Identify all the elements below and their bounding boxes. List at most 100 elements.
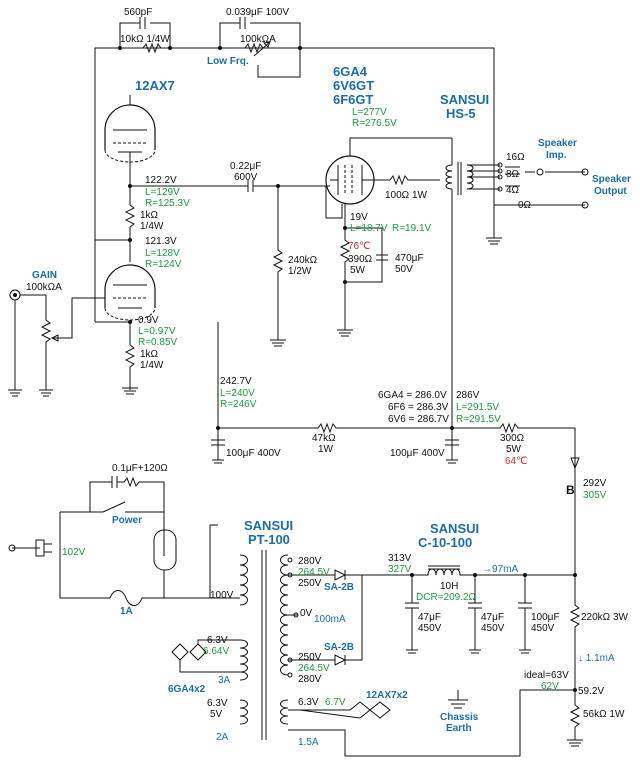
preamp-tube-label: 12AX7 (135, 78, 175, 93)
v-592-label: 59.2V (578, 686, 604, 697)
v-286-label: 286V (456, 390, 480, 401)
v-191-label: R=19.1V (392, 223, 432, 234)
v-2427-label: 242.7V (220, 376, 252, 387)
v-2645a-label: 264.5V (298, 567, 330, 578)
pt-5v: 5V (210, 709, 223, 720)
r-10k-label: 10kΩ 1/4W (120, 34, 170, 45)
chassis-earth-symbol (448, 690, 468, 709)
c-100-3-label: 100μF (531, 612, 560, 623)
r-100-label: 100Ω 1W (385, 190, 428, 201)
r-240k-rating: 1/2W (288, 266, 312, 277)
v-240-label: L=240V (220, 388, 255, 399)
rect-label-1: SA-2B (324, 582, 354, 593)
v-1253-label: R=125.3V (145, 198, 190, 209)
r-1k-bottom-label: 1kΩ (140, 349, 159, 360)
v-1213-label: 121.3V (145, 236, 177, 247)
v-6ga4-label: 6GA4 = 286.0V (378, 390, 447, 401)
feedback-network (94, 17, 495, 322)
ac-input (8, 511, 110, 599)
preamp-tube-lower (104, 264, 156, 321)
v-2645b-label: 264.5V (298, 663, 330, 674)
pt-0v: 0V (300, 608, 313, 619)
power-tube-2: 6V6GT (333, 78, 374, 93)
c-100-mid-label: 100μF 400V (390, 448, 445, 459)
c-022-label: 0.22μF (230, 161, 261, 172)
v-122-label: 122.2V (145, 175, 177, 186)
chassis-earth-1: Chassis (440, 712, 479, 723)
r-390-label: 390Ω (348, 254, 373, 265)
pt-250-bottom: 250V (298, 652, 322, 663)
rect-label-2: SA-2B (324, 642, 354, 653)
preamp-heaters (299, 689, 575, 757)
choke-brand: SANSUI (430, 521, 479, 536)
pt-primary-label: 100V (210, 590, 234, 601)
power-tube (325, 137, 452, 225)
c-47-2-rating: 450V (481, 623, 505, 634)
v-67-label: 6.7V (325, 697, 346, 708)
pt-brand: SANSUI (244, 518, 293, 533)
v-313-label: 313V (388, 553, 412, 564)
v-246-label: R=246V (220, 399, 257, 410)
power-switch-label: Power (112, 515, 142, 526)
v-128-label: L=128V (145, 248, 180, 259)
power-tube-1: 6GA4 (333, 64, 368, 79)
chassis-earth-2: Earth (446, 723, 472, 734)
c-47-1-label: 47μF (418, 612, 441, 623)
v-2765-label: R=276.5V (352, 118, 397, 129)
v-277-label: L=277V (352, 107, 387, 118)
output-transformer (445, 138, 589, 420)
c-47-1-rating: 450V (418, 623, 442, 634)
pt-6v3-c: 6.3V (298, 697, 319, 708)
choke-10h: 10H (440, 581, 458, 592)
tap-8: 8Ω (506, 169, 520, 180)
r-1k-bottom-rating: 1/4W (140, 360, 164, 371)
r-47k-rating: 1W (318, 444, 334, 455)
r-300-label: 300Ω (500, 433, 525, 444)
v-097-label: L=0.97V (138, 326, 176, 337)
heater-pre-label: 12AX7x2 (366, 690, 408, 701)
v-6v6-label: 6V6 = 286.7V (388, 414, 449, 425)
i-3a-label: 3A (218, 675, 231, 686)
v-327-label: 327V (388, 564, 412, 575)
c-0039-label: 0.039μF 100V (226, 7, 289, 18)
v-2915l-label: L=291.5V (456, 402, 499, 413)
speaker-imp-1: Speaker (538, 138, 577, 149)
pot-100k-label: 100kΩA (240, 34, 276, 45)
temp-76-label: 76℃ (348, 241, 370, 252)
speaker-output-1: Speaker (592, 174, 631, 185)
v-129-label: L=129V (145, 187, 180, 198)
r-1k-top-label: 1kΩ (140, 210, 159, 221)
r-220k-label: 220kΩ 3W (581, 612, 629, 623)
tap-4: 4Ω (506, 185, 520, 196)
r-390-rating: 5W (350, 265, 366, 276)
ot-brand: SANSUI (440, 92, 489, 107)
filter-cap-2 (468, 575, 482, 654)
tap-16: 16Ω (506, 152, 525, 163)
v-305-label: 305V (583, 490, 607, 501)
filter-cap-1 (405, 575, 419, 654)
gain-pot-label: 100kΩA (26, 282, 62, 293)
ot-model: HS-5 (446, 106, 476, 121)
v-292-label: 292V (583, 478, 607, 489)
r-56k-label: 56kΩ 1W (583, 709, 625, 720)
v-187-label: L=18.7V (350, 223, 388, 234)
power-switch (60, 476, 218, 599)
gain-input (8, 289, 105, 397)
i-100-label: 100mA (314, 614, 346, 625)
v-19-label: 19V (350, 212, 368, 223)
speaker-output-2: Output (594, 186, 627, 197)
c-022-rating: 600V (234, 172, 258, 183)
v-085-label: R=0.85V (138, 337, 178, 348)
choke-model: C-10-100 (418, 535, 472, 550)
v-664-label: 6.64V (203, 646, 229, 657)
fuse-label: 1A (120, 606, 133, 617)
c-560p-label: 560pF (124, 7, 152, 18)
preamp-tube-upper (104, 104, 156, 163)
r-240k-label: 240kΩ (288, 255, 318, 266)
choke-dcr: DCR=209.2Ω (416, 592, 477, 603)
node-b-label: B (566, 483, 575, 497)
gain-label: GAIN (32, 270, 57, 281)
power-tube-3: 6F6GT (333, 92, 374, 107)
c-470-label: 470μF (395, 253, 424, 264)
